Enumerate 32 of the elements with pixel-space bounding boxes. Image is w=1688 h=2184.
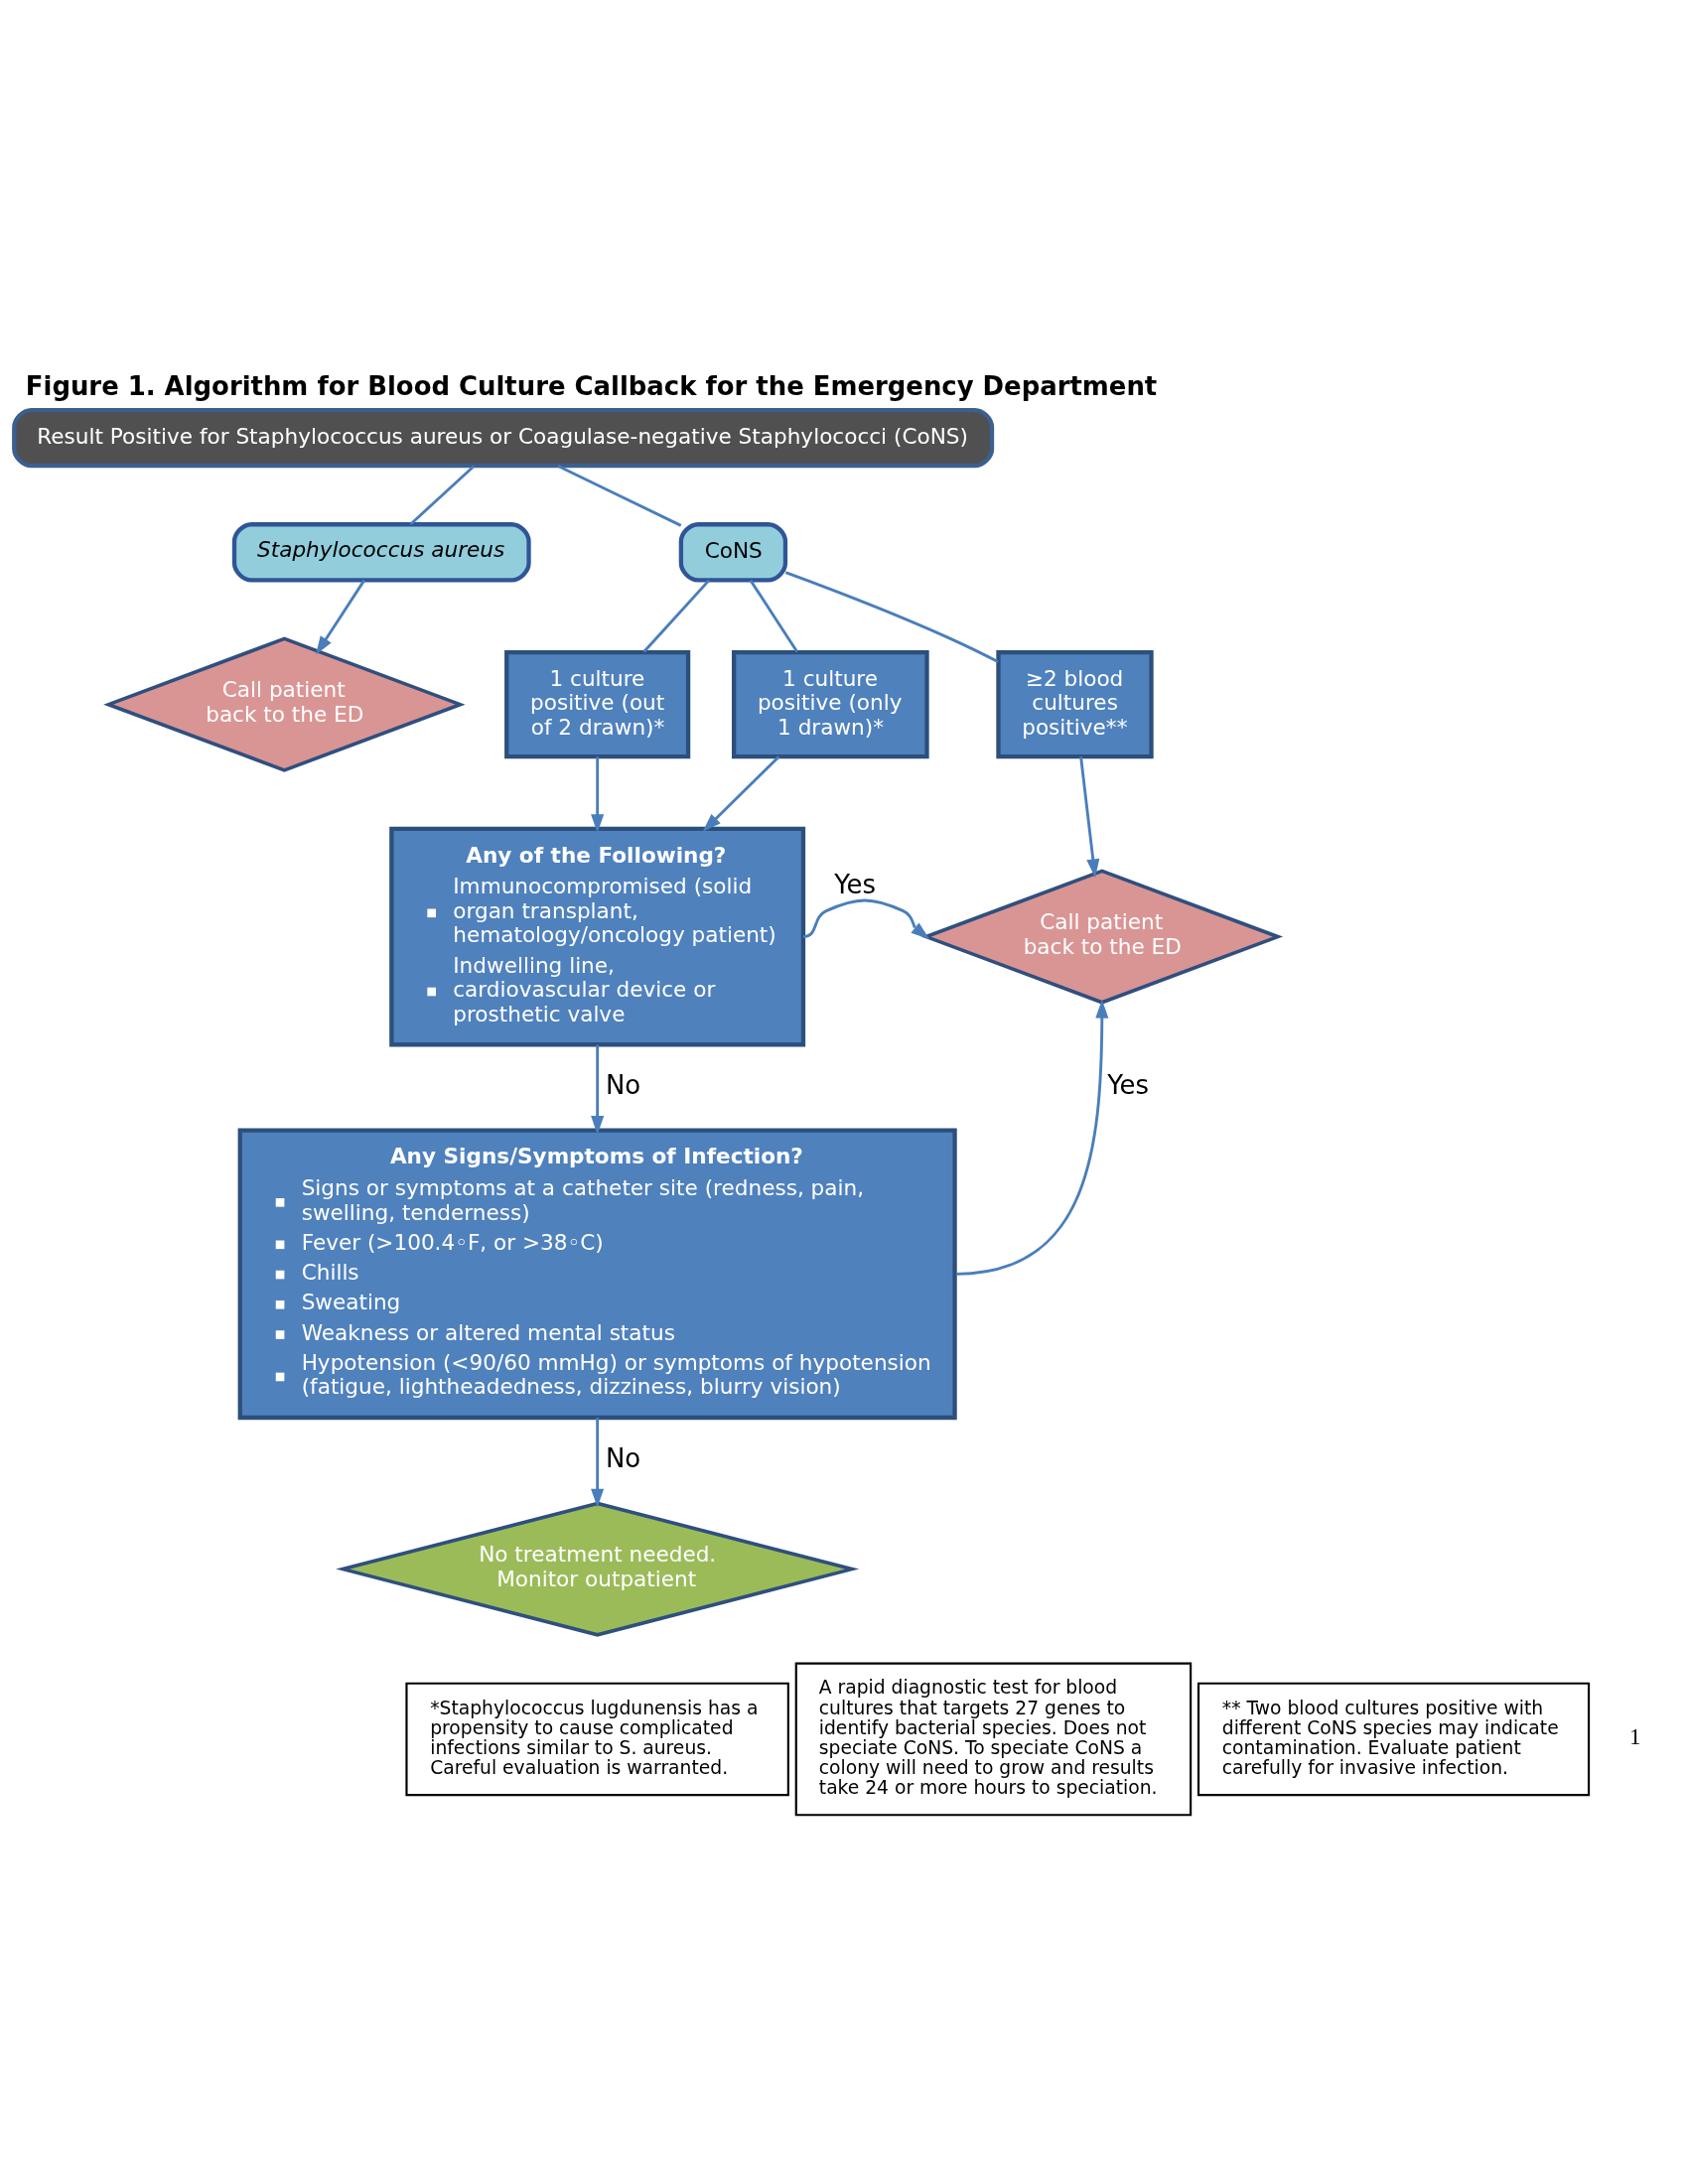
arrow bbox=[955, 999, 1109, 1276]
connector bbox=[749, 579, 798, 652]
arrow bbox=[591, 1417, 605, 1507]
edge-label: Yes bbox=[1107, 1069, 1150, 1100]
node-diamond: No treatment needed. Monitor outpatient bbox=[336, 1501, 860, 1637]
connector bbox=[557, 464, 682, 527]
edge-label: No bbox=[605, 1442, 641, 1473]
arrow bbox=[591, 755, 605, 833]
node-box: Result Positive for Staphylococcus aureus or Coagulase-negative Staphylococci (CoNS) bbox=[12, 407, 995, 468]
node-box: ** Two blood cultures positive with different CoNS species may indicate contamination. Evaluate patient carefully for invasive infection. bbox=[1196, 1682, 1591, 1796]
node-box: 1 culture positive (out of 2 drawn)* bbox=[504, 649, 691, 758]
arrow bbox=[316, 579, 365, 655]
node-box: Any of the Following? Immunocompromised (solid organ transplant, hematology/oncology patient) Indwelling line, cardiovascular device or prosthetic valve bbox=[389, 826, 806, 1046]
node-box: Any Signs/Symptoms of Infection? Signs or symptoms at a catheter site (redness, pain, swelling, tenderness) Fever (>100.4◦F, or >38◦C) Chills Sweating Weakness or altered mental status Hypotension (<90/60 mmHg) or symptoms of hypotension (fatigue, lightheadedness, dizziness, blurry vision) bbox=[237, 1128, 957, 1420]
node-box: CoNS bbox=[678, 521, 788, 583]
label: 1 bbox=[1629, 1722, 1641, 1749]
connector bbox=[409, 465, 475, 525]
node-box: Staphylococcus aureus bbox=[231, 521, 531, 583]
diagram-title: Figure 1. Algorithm for Blood Culture Callback for the Emergency Department bbox=[25, 370, 1158, 401]
node-box: A rapid diagnostic test for blood cultures that targets 27 genes to identify bacterial species. Does not speciate CoNS. To speciate CoNS a colony will need to grow and results take 24 or more hours to speciation. bbox=[794, 1662, 1193, 1816]
node-diamond: Call patient back to the ED bbox=[920, 868, 1284, 1005]
edge-label: Yes bbox=[834, 869, 877, 899]
node-box: 1 culture positive (only 1 drawn)* bbox=[732, 649, 929, 758]
node-box: *Staphylococcus lugdunensis has a propensity to cause complicated infections similar to S. aureus. Careful evaluation is warranted. bbox=[405, 1682, 789, 1796]
arrow bbox=[802, 898, 930, 939]
connector bbox=[784, 570, 999, 663]
arrow bbox=[591, 1044, 605, 1135]
edge-label: No bbox=[605, 1069, 641, 1100]
node-box: ≥2 blood cultures positive** bbox=[996, 649, 1154, 758]
arrow bbox=[702, 754, 780, 832]
arrow bbox=[1079, 755, 1100, 878]
connector bbox=[642, 579, 711, 653]
